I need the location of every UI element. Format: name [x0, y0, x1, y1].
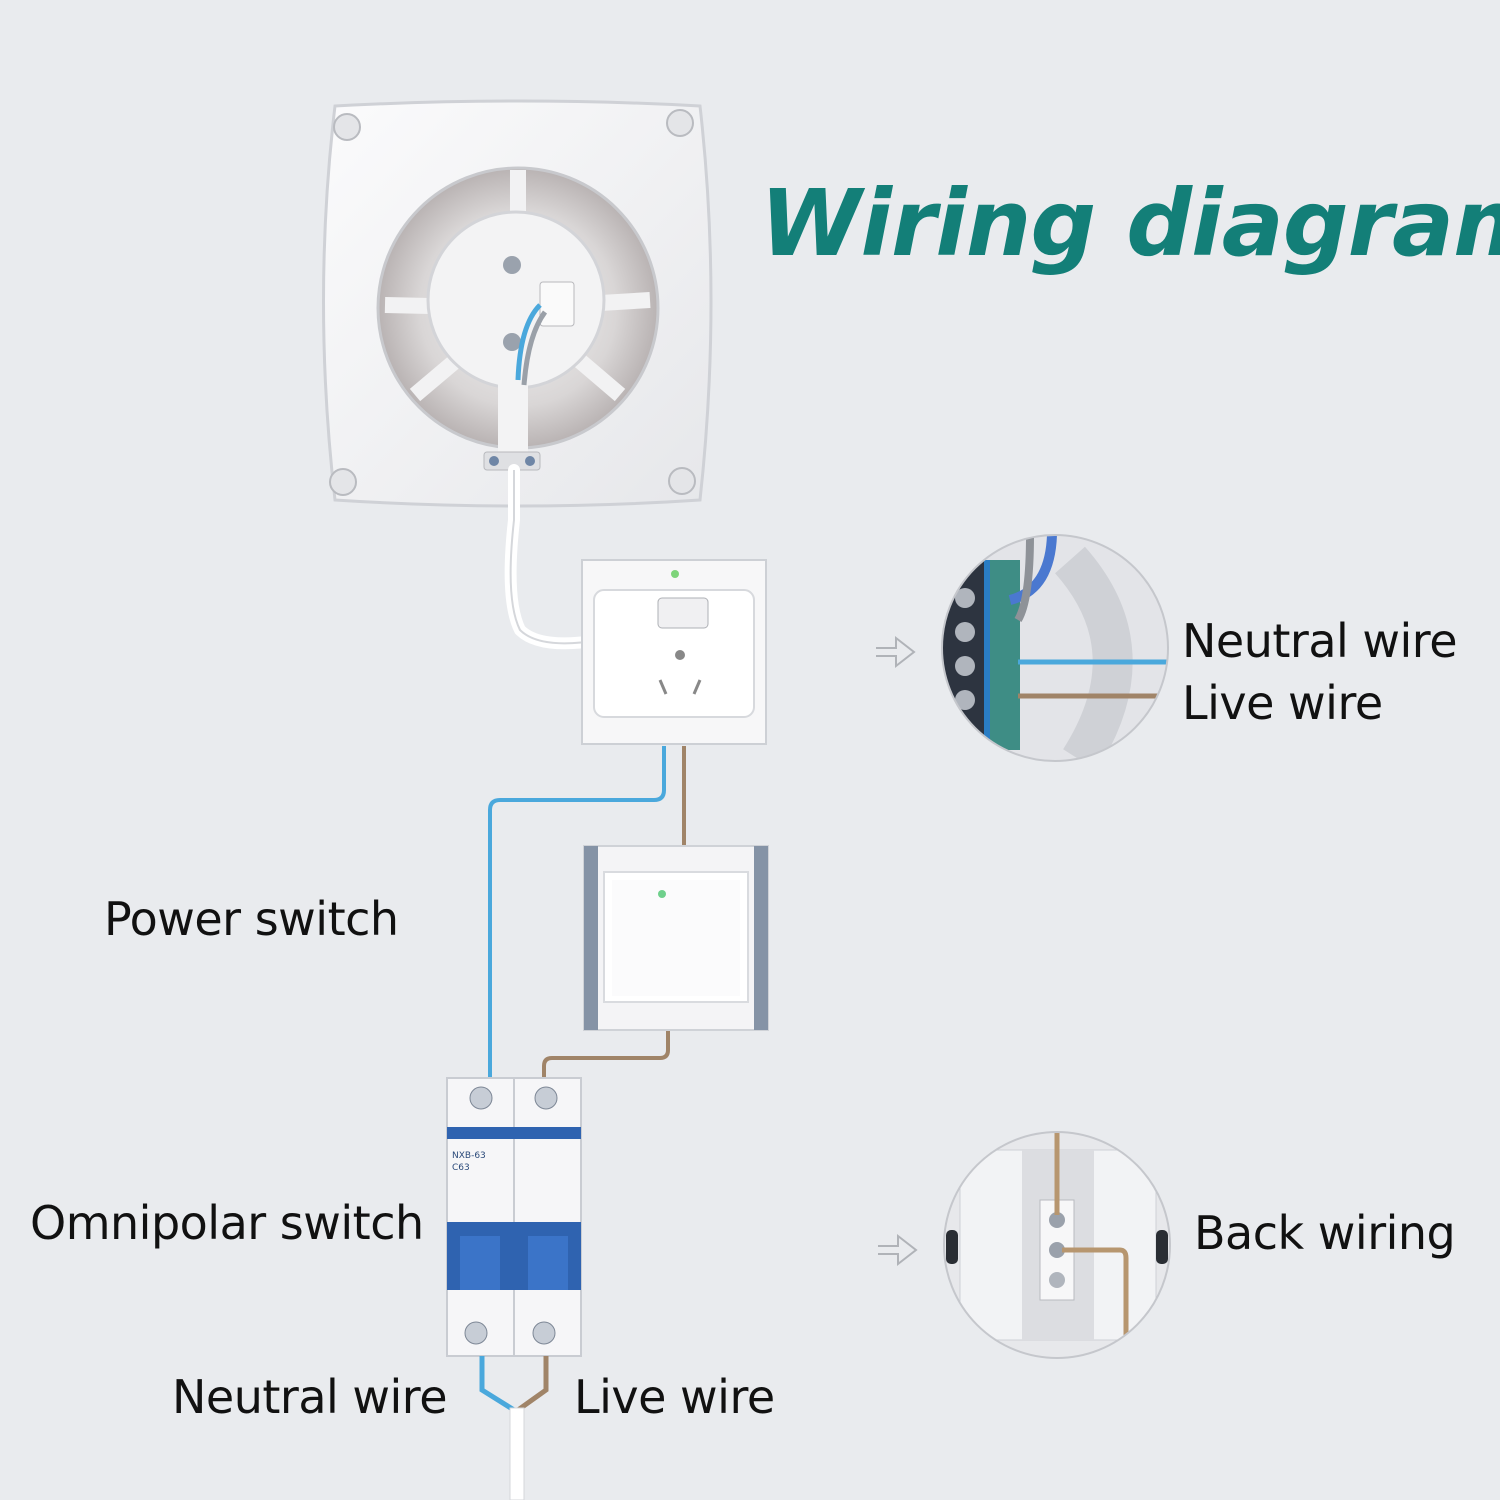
inset-live-wire-label: Live wire	[1182, 676, 1383, 730]
back-wiring-label: Back wiring	[1194, 1206, 1456, 1260]
page-title: Wiring diagram	[760, 170, 1500, 277]
fan-icon	[322, 99, 713, 508]
breaker-icon: NXB-63 C63	[446, 1077, 582, 1357]
inset-neutral-wire-label: Neutral wire	[1182, 614, 1458, 668]
live-wire-label: Live wire	[574, 1370, 775, 1424]
power-switch-label: Power switch	[104, 892, 399, 946]
socket-icon	[581, 559, 767, 745]
switch-icon	[583, 845, 769, 1031]
terminal-inset	[941, 534, 1169, 762]
breaker-rating: C63	[452, 1163, 470, 1173]
omnipolar-switch-label: Omnipolar switch	[30, 1196, 424, 1250]
arrow-icon	[878, 1233, 918, 1267]
neutral-wire-label: Neutral wire	[172, 1370, 448, 1424]
back-wiring-inset	[943, 1131, 1171, 1359]
breaker-model: NXB-63	[452, 1151, 486, 1161]
arrow-icon	[876, 635, 916, 669]
